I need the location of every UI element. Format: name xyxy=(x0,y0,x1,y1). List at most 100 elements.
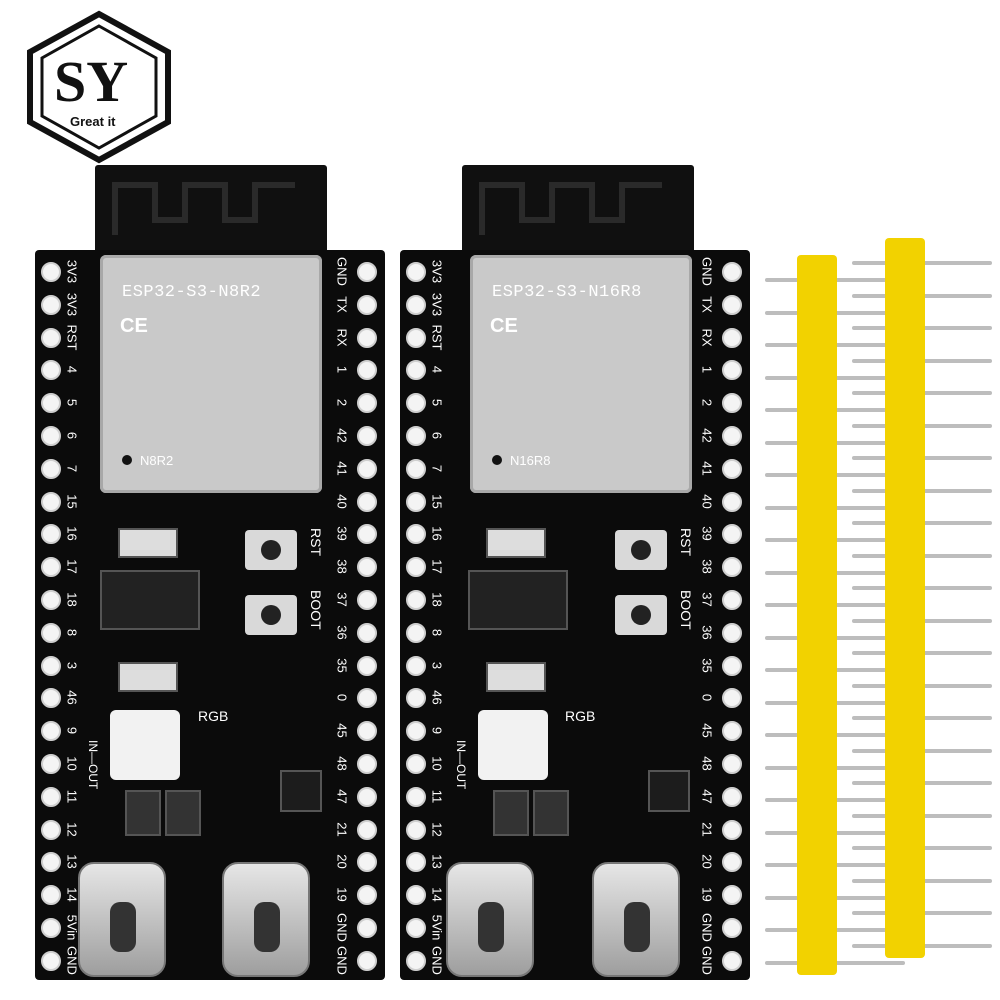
pin-hole xyxy=(406,524,426,545)
diode xyxy=(165,790,201,836)
pin-label: 0 xyxy=(334,694,350,702)
pin-hole xyxy=(41,262,61,282)
pin-label: 47 xyxy=(334,789,350,804)
pin-label: 3V3 xyxy=(64,292,80,316)
pin-hole xyxy=(41,786,61,807)
diode xyxy=(533,790,569,836)
pin-label: 41 xyxy=(699,461,715,476)
pin-label: 1 xyxy=(699,366,715,374)
pin-label: RX xyxy=(334,328,350,347)
pin-label: 6 xyxy=(64,431,80,440)
pin-label: 17 xyxy=(64,559,80,574)
pin-label: 37 xyxy=(699,592,715,607)
silk-boot: BOOT xyxy=(308,590,324,630)
pin-label: 11 xyxy=(64,789,80,804)
rgb-led xyxy=(478,710,548,780)
rst-button[interactable] xyxy=(615,530,667,570)
rgb-led xyxy=(110,710,180,780)
pin-hole xyxy=(722,655,742,676)
capacitor xyxy=(486,662,546,692)
pin-label: 38 xyxy=(699,559,715,574)
pin-hole xyxy=(406,819,426,840)
usb-c-port[interactable] xyxy=(222,862,310,977)
antenna xyxy=(462,165,694,255)
pin-label: 17 xyxy=(429,559,445,574)
pin-hole xyxy=(41,426,61,446)
silk-rgb: RGB xyxy=(198,708,229,724)
pin-label: 1 xyxy=(334,366,350,374)
pin-hole xyxy=(722,491,742,512)
pin-hole xyxy=(722,327,742,348)
pin-label: RST xyxy=(429,324,445,351)
pin-hole xyxy=(722,885,742,906)
pin-hole xyxy=(41,393,61,414)
pin-label: 11 xyxy=(429,789,445,804)
pin-hole xyxy=(41,294,61,315)
pin-hole xyxy=(406,622,426,643)
pin-label: 0 xyxy=(699,694,715,702)
module-label: ESP32-S3-N16R8 xyxy=(492,283,642,302)
brand-logo: SY Great it xyxy=(22,10,176,164)
pin-label: 41 xyxy=(334,461,350,476)
pin-hole xyxy=(41,360,61,381)
usb-c-port[interactable] xyxy=(78,862,166,977)
pin-hole xyxy=(722,393,742,414)
usb-c-port[interactable] xyxy=(592,862,680,977)
pin-hole xyxy=(406,655,426,676)
pin-hole xyxy=(357,786,377,807)
pin-hole xyxy=(41,721,61,742)
pin1-dot xyxy=(122,455,132,465)
pin-label: GND xyxy=(699,257,715,286)
boot-button[interactable] xyxy=(245,595,297,635)
capacitor xyxy=(118,662,178,692)
pin-label: 15 xyxy=(429,493,445,509)
pin-label: 15 xyxy=(64,493,80,509)
pin-hole xyxy=(357,360,377,381)
usb-c-port[interactable] xyxy=(446,862,534,977)
silk-in-out: IN—OUT xyxy=(454,740,468,790)
pin-label: 9 xyxy=(429,727,445,735)
pin-hole xyxy=(357,294,377,315)
pin-label: 39 xyxy=(699,526,715,542)
pin-label: 10 xyxy=(429,756,445,771)
pin-label: 16 xyxy=(64,526,80,542)
pin-hole xyxy=(357,852,377,873)
pin-hole xyxy=(722,754,742,774)
pin-label: GND xyxy=(699,945,715,975)
boot-button[interactable] xyxy=(615,595,667,635)
pin-hole xyxy=(357,885,377,906)
pin-hole xyxy=(722,524,742,545)
pin-hole xyxy=(41,491,61,512)
pin-label: GND xyxy=(429,945,445,975)
pin-hole xyxy=(41,622,61,643)
pin-hole xyxy=(722,426,742,446)
pin-hole xyxy=(41,590,61,610)
pin-label: 35 xyxy=(334,657,350,673)
pin-label: GND xyxy=(64,945,80,975)
ic-chip xyxy=(648,770,690,812)
pin-hole xyxy=(41,557,61,578)
pin-hole xyxy=(41,918,61,938)
pin-label: GND xyxy=(334,257,350,286)
pin-hole xyxy=(357,590,377,610)
voltage-regulator xyxy=(468,570,568,630)
pin-hole xyxy=(722,852,742,873)
pin-hole xyxy=(722,294,742,315)
pin-label: 20 xyxy=(699,854,715,870)
header-plastic-strip xyxy=(797,255,837,975)
pin-hole xyxy=(406,393,426,414)
capacitor xyxy=(486,528,546,558)
pin-hole xyxy=(357,524,377,545)
rst-button[interactable] xyxy=(245,530,297,570)
ce-mark: CE xyxy=(120,315,148,337)
pin-label: 13 xyxy=(64,854,80,870)
pin-label: 7 xyxy=(429,464,445,472)
module-sub-label: N16R8 xyxy=(510,453,551,468)
voltage-regulator xyxy=(100,570,200,630)
logo-letters: SY xyxy=(54,49,129,114)
pin-hole xyxy=(41,885,61,906)
pin-hole xyxy=(357,950,377,971)
pin-hole xyxy=(722,918,742,938)
pin-label: RX xyxy=(699,328,715,347)
pin-label: 46 xyxy=(64,690,80,706)
